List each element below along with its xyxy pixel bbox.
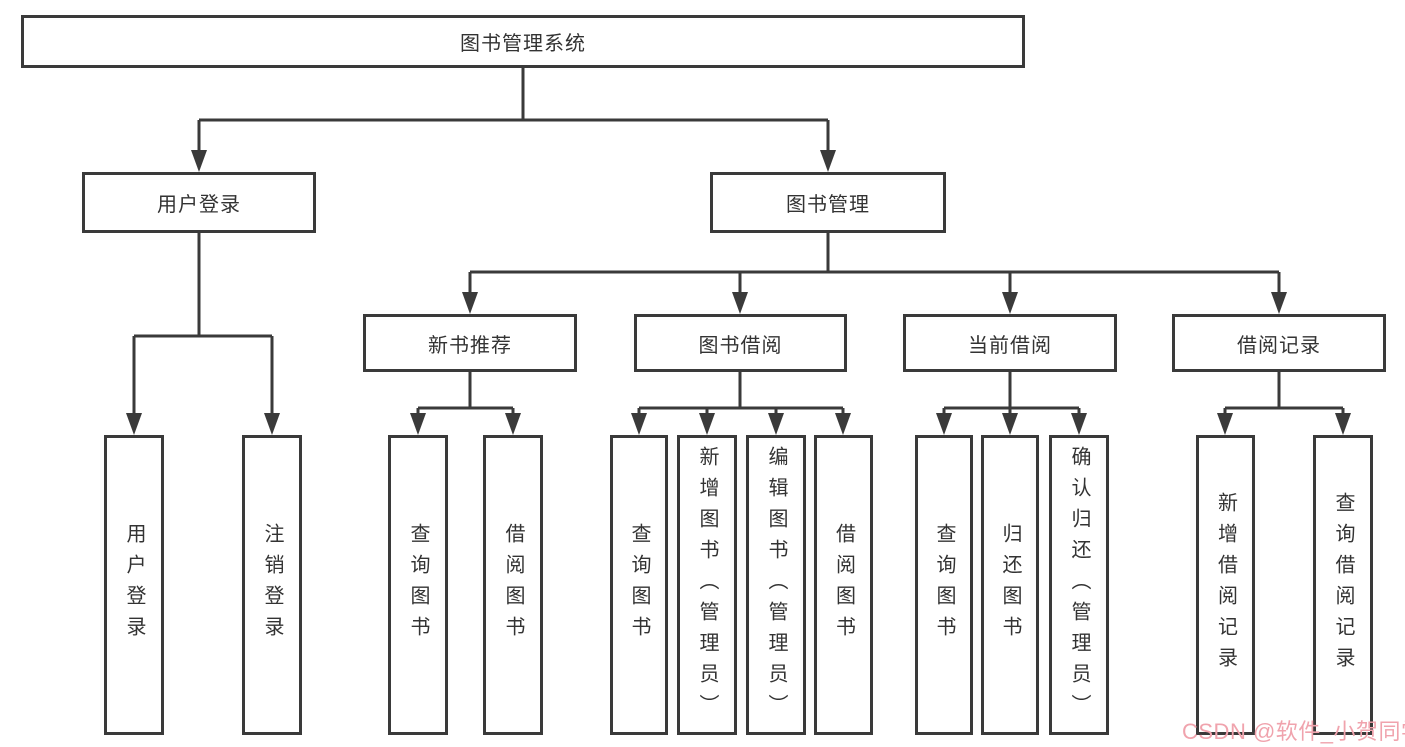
leaf-user-login: 用户登录 [104,435,164,735]
connector-user-login-branch [132,231,274,415]
node-label: 借阅图书 [832,523,855,647]
leaf-add-borrow-record: 新增借阅记录 [1196,435,1255,735]
node-label: 新增借阅记录 [1214,492,1237,678]
arrowheads-current-borrow [936,413,1087,435]
leaf-borrow-books-recommend: 借阅图书 [483,435,543,735]
arrow-down-icon [835,413,851,435]
node-label: 归还图书 [999,523,1021,647]
node-label: 借阅图书 [502,523,524,647]
node-new-book-recommend: 新书推荐 [363,314,577,372]
node-label: 用户登录 [157,194,241,216]
arrow-down-icon [1217,413,1233,435]
csdn-watermark: CSDN @软件_小贺同学 [1182,719,1405,744]
node-label: 查询借阅记录 [1332,492,1354,678]
node-label: 图书管理 [786,194,870,216]
leaf-query-books-borrow: 查询图书 [610,435,668,735]
node-label: 查询图书 [628,523,650,647]
arrow-down-icon [732,292,748,314]
connector-book-mgmt-to-level3 [468,231,1281,292]
arrowheads-book-borrow [631,413,851,435]
connector-current-borrow-branch [942,371,1081,414]
arrow-down-icon [462,292,478,314]
node-book-management-module: 图书管理 [710,172,946,233]
node-label: 当前借阅 [968,334,1052,357]
arrow-down-icon [1335,413,1351,435]
node-borrowing-records: 借阅记录 [1172,314,1386,372]
arrow-down-icon [1002,413,1018,435]
arrow-down-icon [410,413,426,435]
arrow-down-icon [1071,413,1087,435]
node-current-borrowing: 当前借阅 [903,314,1117,372]
arrowheads-borrow-records [1217,413,1351,435]
leaf-query-borrow-record: 查询借阅记录 [1313,435,1373,735]
arrowheads-level2 [191,150,836,172]
leaf-confirm-return-admin: 确认归还（管理员） [1049,435,1109,735]
node-label: 用户登录 [123,523,145,647]
arrow-down-icon [191,150,207,172]
arrow-down-icon [820,150,836,172]
arrow-down-icon [505,413,521,435]
node-label: 编辑图书（管理员） [765,445,787,725]
node-label: 确认归还（管理员） [1068,445,1090,725]
node-user-login-module: 用户登录 [82,172,316,233]
leaf-add-books-admin: 新增图书（管理员） [677,435,737,735]
arrow-down-icon [1002,292,1018,314]
arrow-down-icon [264,413,280,435]
node-label: 新增图书（管理员） [696,445,718,725]
leaf-query-books-current: 查询图书 [915,435,973,735]
node-label: 图书借阅 [698,334,783,357]
node-label: 注销登录 [261,523,283,647]
node-label: 借阅记录 [1237,334,1321,357]
arrow-down-icon [699,413,715,435]
arrowheads-new-books [410,413,521,435]
leaf-query-books-recommend: 查询图书 [388,435,448,735]
leaf-logout: 注销登录 [242,435,302,735]
leaf-return-books: 归还图书 [981,435,1039,735]
node-root-system: 图书管理系统 [21,15,1025,68]
arrow-down-icon [631,413,647,435]
arrow-down-icon [768,413,784,435]
leaf-borrow-books: 借阅图书 [814,435,873,735]
leaf-edit-books-admin: 编辑图书（管理员） [746,435,806,735]
node-label: 图书管理系统 [460,33,586,55]
arrowheads-level3 [462,292,1287,314]
node-label: 查询图书 [407,523,429,647]
connector-new-books-branch [416,371,515,414]
connector-book-borrow-branch [637,371,845,414]
arrow-down-icon [126,413,142,435]
node-label: 查询图书 [933,523,955,647]
arrowheads-user-login [126,413,280,435]
connector-root-to-level2 [197,66,830,152]
arrow-down-icon [936,413,952,435]
node-book-borrowing: 图书借阅 [634,314,847,372]
node-label: 新书推荐 [428,334,512,357]
arrow-down-icon [1271,292,1287,314]
connector-borrow-records-branch [1223,371,1345,414]
